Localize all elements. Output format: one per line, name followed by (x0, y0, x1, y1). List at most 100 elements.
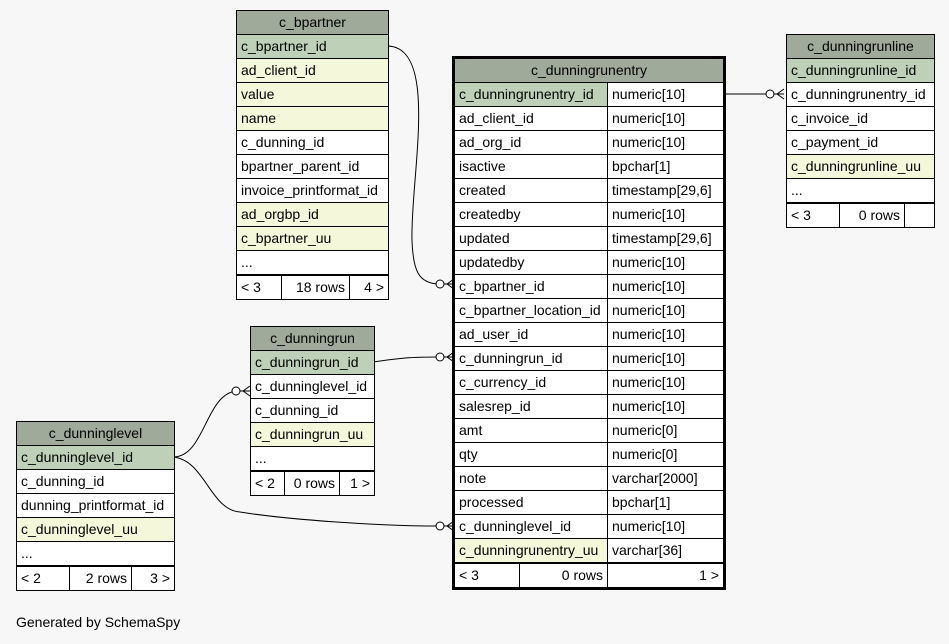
column-name: processed (455, 491, 608, 514)
column-name: c_bpartner_location_id (455, 299, 608, 322)
column-name: name (237, 107, 388, 130)
column-type: numeric[10] (612, 206, 686, 222)
parents-count-link[interactable]: < 2 (17, 567, 70, 590)
column-type: numeric[10] (612, 398, 686, 414)
column-name: c_dunningrunline_id (787, 59, 934, 82)
edge-dunninglevel-to-dunningrun (172, 390, 237, 458)
children-count-link[interactable]: 1 > (699, 567, 719, 583)
parents-count-link[interactable]: < 2 (251, 472, 285, 495)
column-row: ... (17, 542, 174, 566)
children-count-link[interactable] (905, 204, 934, 227)
many-crowfoot-marker (240, 385, 251, 397)
column-type: bpchar[1] (612, 158, 671, 174)
many-crowfoot-marker (774, 88, 785, 100)
column-name: ... (255, 450, 267, 466)
zero-optional-marker (435, 352, 445, 362)
row-count: 0 rows (840, 204, 905, 227)
table-title[interactable]: c_dunningrunentry (455, 59, 723, 83)
parents-count-link[interactable]: < 3 (455, 564, 520, 587)
column-row: c_dunningrun_id (251, 351, 374, 375)
column-name: c_dunninglevel_id (17, 446, 174, 469)
column-type: bpchar[1] (612, 494, 671, 510)
column-name: c_dunning_id (255, 402, 339, 418)
column-name: ad_client_id (237, 59, 388, 82)
edge-bpartner-to-runentry (386, 45, 441, 285)
column-row: name (237, 107, 388, 131)
column-name: c_dunningrun_uu (251, 423, 374, 446)
column-name: note (455, 467, 608, 490)
column-name: invoice_printformat_id (241, 182, 378, 198)
column-name: c_dunninglevel_uu (17, 518, 174, 541)
column-row: c_bpartner_id (237, 35, 388, 59)
children-count-link[interactable]: 1 > (350, 475, 370, 491)
column-row: c_dunninglevel_id (251, 375, 374, 399)
column-type: numeric[10] (612, 518, 686, 534)
column-row: ... (237, 251, 388, 275)
column-type: numeric[10] (612, 254, 686, 270)
column-row: c_dunningrunline_uu (787, 155, 934, 179)
row-count: 0 rows (520, 564, 608, 587)
column-row: c_dunningrunentry_id (787, 83, 934, 107)
parents-count-link[interactable]: < 3 (237, 276, 282, 299)
column-name: c_dunningrunline_uu (787, 155, 934, 178)
column-row: c_payment_id (787, 131, 934, 155)
column-name: c_dunninglevel_id (455, 515, 608, 538)
column-name: c_bpartner_uu (237, 227, 388, 250)
children-count-link[interactable]: 3 > (150, 570, 170, 586)
column-name: created (455, 179, 608, 202)
parents-count-link[interactable]: < 3 (787, 204, 840, 227)
table-title[interactable]: c_dunningrunline (787, 35, 934, 59)
column-row: c_dunninglevel_id (17, 446, 174, 470)
column-name: value (237, 83, 388, 106)
column-row: c_dunningrunline_id (787, 59, 934, 83)
column-row: c_dunning_id (251, 399, 374, 423)
table-title[interactable]: c_dunninglevel (17, 422, 174, 446)
column-name: updatedby (455, 251, 608, 274)
column-name: c_dunningrun_id (251, 351, 374, 374)
column-row: dunning_printformat_id (17, 494, 174, 518)
column-name: c_bpartner_id (237, 35, 388, 58)
column-name: c_dunning_id (241, 134, 325, 150)
column-type: numeric[10] (612, 374, 686, 390)
table-title[interactable]: c_dunningrun (251, 327, 374, 351)
column-type: numeric[10] (612, 134, 686, 150)
children-count-link[interactable]: 4 > (364, 279, 384, 295)
column-name: ad_orgbp_id (237, 203, 388, 226)
column-row: c_dunning_id (17, 470, 174, 494)
column-name: ad_user_id (455, 323, 608, 346)
table-title[interactable]: c_bpartner (237, 11, 388, 35)
column-type: timestamp[29,6] (612, 182, 712, 198)
column-row: ad_orgbp_id (237, 203, 388, 227)
column-type: numeric[10] (612, 110, 686, 126)
column-row: c_dunningrun_uu (251, 423, 374, 447)
column-name: ... (791, 182, 803, 198)
column-name: ... (241, 254, 253, 270)
column-name: updated (455, 227, 608, 250)
column-row: value (237, 83, 388, 107)
column-row: bpartner_parent_id (237, 155, 388, 179)
column-type: numeric[10] (612, 278, 686, 294)
column-name: salesrep_id (455, 395, 608, 418)
column-name: c_dunningrunentry_id (455, 83, 608, 106)
row-count: 2 rows (70, 567, 132, 590)
